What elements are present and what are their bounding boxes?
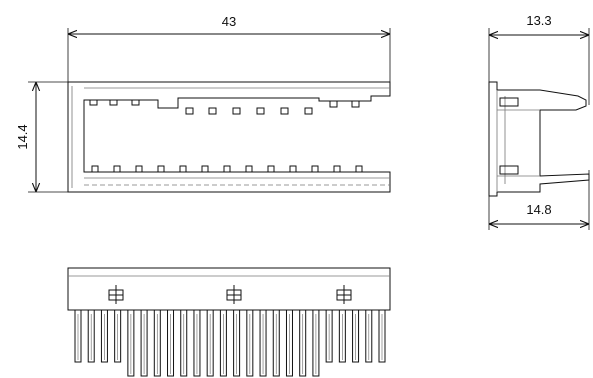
top-contact: [131, 99, 140, 106]
contact-pin: [153, 309, 161, 377]
bottom-contact: [267, 165, 275, 173]
latch-symbol: [108, 285, 124, 304]
top-contact: [185, 107, 194, 115]
width-dimension-label: 43: [222, 14, 236, 29]
side-body-outline: [488, 81, 590, 197]
contact-pin: [272, 309, 280, 377]
bottom-contact: [157, 165, 165, 173]
bottom-contact: [245, 165, 253, 173]
bottom-contact: [223, 165, 231, 173]
front-body-outline: [67, 81, 391, 193]
contact-pin: [365, 309, 373, 363]
bottom-contact: [135, 165, 143, 173]
top-contact: [109, 99, 118, 106]
bottom-view: [67, 267, 391, 377]
contact-pin: [87, 309, 95, 363]
bottom-contact: [201, 165, 209, 173]
contact-pin: [100, 309, 108, 363]
bottom-contact: [333, 165, 341, 173]
latch-symbol: [336, 285, 352, 304]
side-top-dimension-label: 13.3: [526, 13, 551, 28]
contact-pin: [206, 309, 214, 377]
bottom-contact: [179, 165, 187, 173]
top-contact-row: [89, 99, 360, 115]
latch-symbol: [226, 285, 242, 304]
contact-pin: [259, 309, 267, 377]
side-bottom-dimension-label: 14.8: [526, 202, 551, 217]
contact-pin: [299, 309, 307, 377]
contact-pin: [312, 309, 320, 377]
top-contact: [256, 107, 265, 115]
side-view: [488, 28, 590, 230]
contact-pin: [233, 309, 241, 377]
contact-pin: [114, 309, 122, 363]
bottom-contact: [355, 165, 363, 173]
contact-pin: [180, 309, 188, 377]
top-contact: [304, 107, 313, 115]
contact-pin: [127, 309, 135, 377]
bottom-contact-row: [91, 165, 363, 173]
contact-pin: [219, 309, 227, 377]
contact-pin: [325, 309, 333, 363]
top-contact: [280, 107, 289, 115]
top-contact: [89, 99, 98, 106]
bottom-contact: [311, 165, 319, 173]
contact-pin: [285, 309, 293, 377]
front-view: [28, 28, 391, 193]
top-contact: [329, 100, 338, 108]
pin-row: [74, 309, 386, 377]
bottom-contact: [113, 165, 121, 173]
bottom-contact: [289, 165, 297, 173]
contact-pin: [140, 309, 148, 377]
contact-pin: [193, 309, 201, 377]
height-dimension-label: 14.4: [15, 124, 30, 149]
contact-pin: [167, 309, 175, 377]
contact-pin: [338, 309, 346, 363]
bottom-contact: [91, 165, 99, 173]
side-bottom-contact: [499, 165, 519, 175]
side-top-contact: [499, 97, 519, 107]
top-contact: [208, 107, 217, 115]
contact-pin: [378, 309, 386, 363]
contact-pin: [74, 309, 82, 363]
contact-pin: [352, 309, 360, 363]
contact-pin: [246, 309, 254, 377]
top-contact: [232, 107, 241, 115]
top-contact: [351, 100, 360, 108]
bottom-view-body: [67, 267, 391, 311]
